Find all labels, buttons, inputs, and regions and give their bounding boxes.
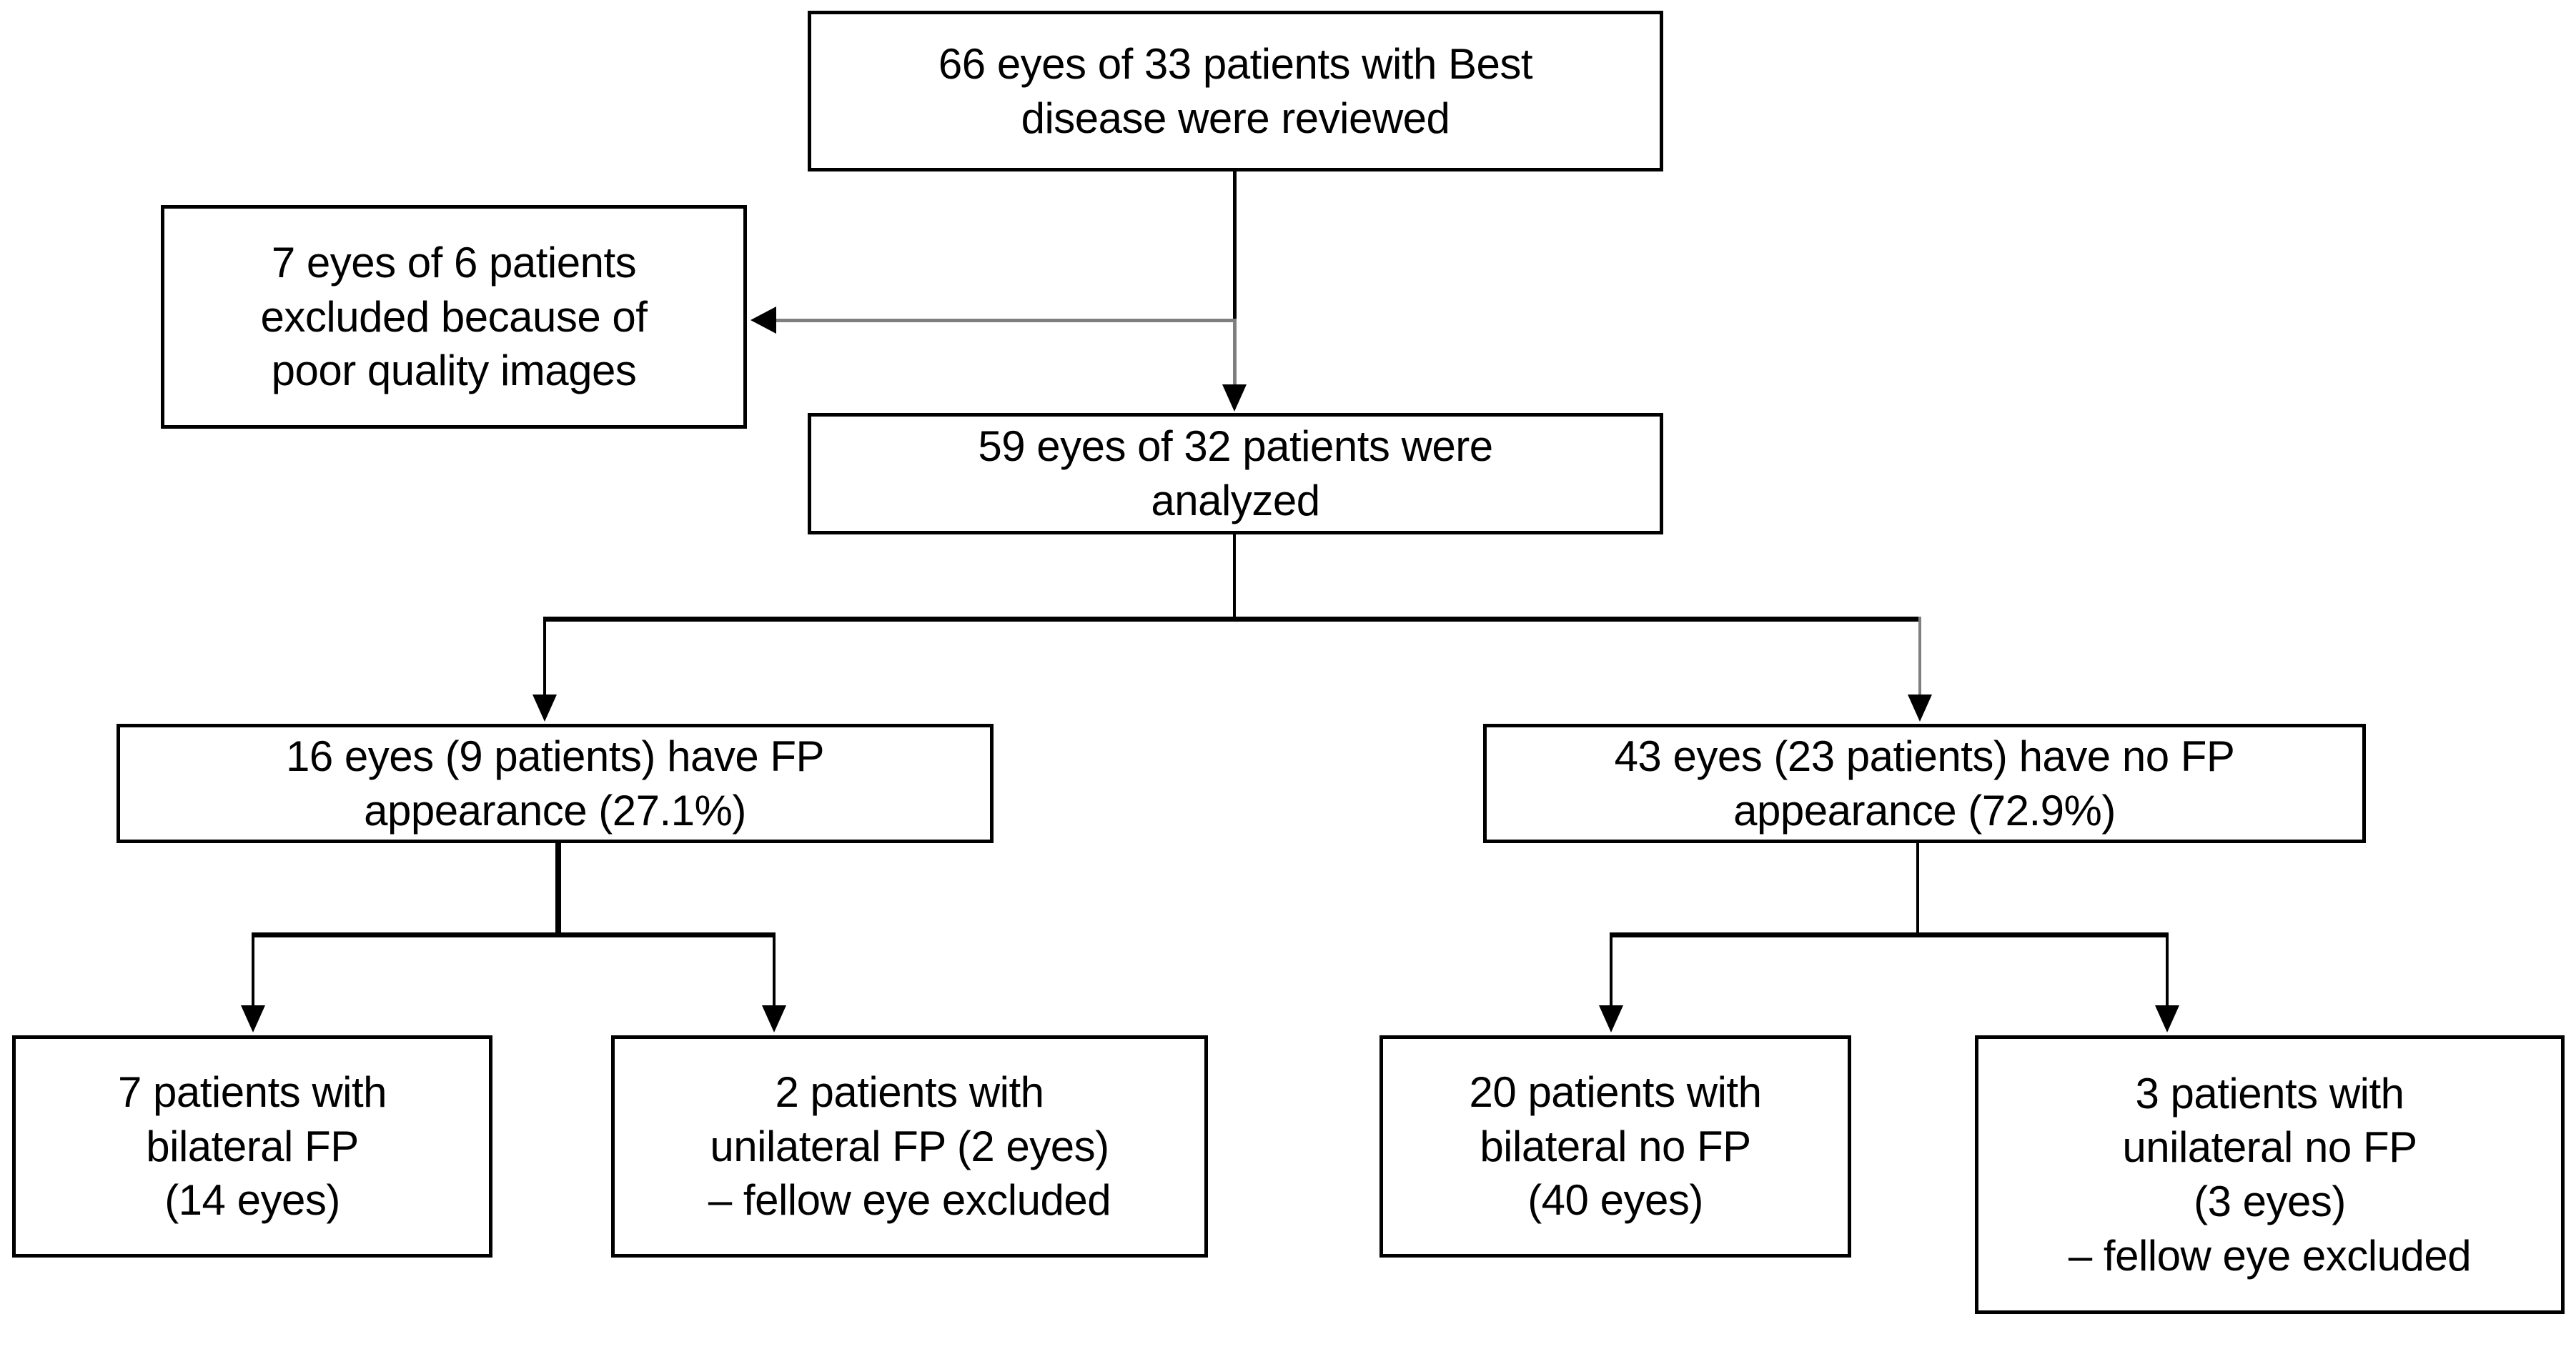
edge-reviewed-to-excluded-line (776, 319, 1237, 322)
arrow-reviewed-to-analyzed (1222, 384, 1247, 412)
node-analyzed-label: 59 eyes of 32 patients were analyzed (978, 422, 1493, 524)
node-fp-bilateral: 7 patients with bilateral FP (14 eyes) (12, 1035, 492, 1258)
arrow-fp-to-unilateral (762, 1005, 786, 1032)
edge-nofp-to-unilateral-drop (2166, 932, 2169, 1007)
edge-fp-split-bar (252, 932, 776, 937)
node-fp-unilateral: 2 patients with unilateral FP (2 eyes) –… (611, 1035, 1208, 1258)
node-analyzed: 59 eyes of 32 patients were analyzed (808, 413, 1663, 534)
edge-nofp-split-bar (1610, 932, 2169, 937)
node-reviewed: 66 eyes of 33 patients with Best disease… (808, 11, 1663, 171)
node-fp-group-label: 16 eyes (9 patients) have FP appearance … (285, 732, 825, 835)
node-nofp-bilateral-label: 20 patients with bilateral no FP (40 eye… (1469, 1068, 1762, 1225)
edge-nofp-to-bilateral-drop (1610, 932, 1613, 1007)
node-nofp-unilateral-label: 3 patients with unilateral no FP (3 eyes… (2068, 1069, 2472, 1280)
edge-analyzed-split-stem (1233, 534, 1236, 619)
edge-analyzed-to-nofp-drop (1918, 617, 1921, 697)
node-excluded-label: 7 eyes of 6 patients excluded because of… (260, 239, 648, 395)
arrow-nofp-to-bilateral (1599, 1005, 1623, 1032)
edge-reviewed-to-analyzed-stem-lower (1233, 320, 1237, 386)
arrow-analyzed-to-nofp (1908, 695, 1932, 722)
arrow-analyzed-to-fp (532, 695, 557, 722)
node-nofp-bilateral: 20 patients with bilateral no FP (40 eye… (1379, 1035, 1851, 1258)
node-nofp-unilateral: 3 patients with unilateral no FP (3 eyes… (1975, 1035, 2565, 1314)
node-nofp-group-label: 43 eyes (23 patients) have no FP appeara… (1614, 732, 2235, 835)
edge-analyzed-split-bar (543, 617, 1921, 622)
node-fp-unilateral-label: 2 patients with unilateral FP (2 eyes) –… (708, 1068, 1111, 1225)
edge-analyzed-to-fp-drop (543, 617, 546, 697)
arrow-reviewed-to-excluded (750, 307, 776, 334)
node-fp-bilateral-label: 7 patients with bilateral FP (14 eyes) (117, 1068, 387, 1225)
arrow-fp-to-bilateral (241, 1005, 265, 1032)
edge-fp-to-bilateral-drop (252, 932, 254, 1007)
node-fp-group: 16 eyes (9 patients) have FP appearance … (117, 724, 994, 843)
node-excluded: 7 eyes of 6 patients excluded because of… (161, 205, 747, 429)
node-nofp-group: 43 eyes (23 patients) have no FP appeara… (1483, 724, 2366, 843)
edge-nofp-split-stem (1916, 843, 1919, 937)
node-reviewed-label: 66 eyes of 33 patients with Best disease… (938, 39, 1533, 142)
arrow-nofp-to-unilateral (2155, 1005, 2179, 1032)
edge-reviewed-to-analyzed-stem (1233, 171, 1237, 322)
edge-fp-to-unilateral-drop (773, 932, 776, 1007)
edge-fp-split-stem (555, 843, 561, 937)
